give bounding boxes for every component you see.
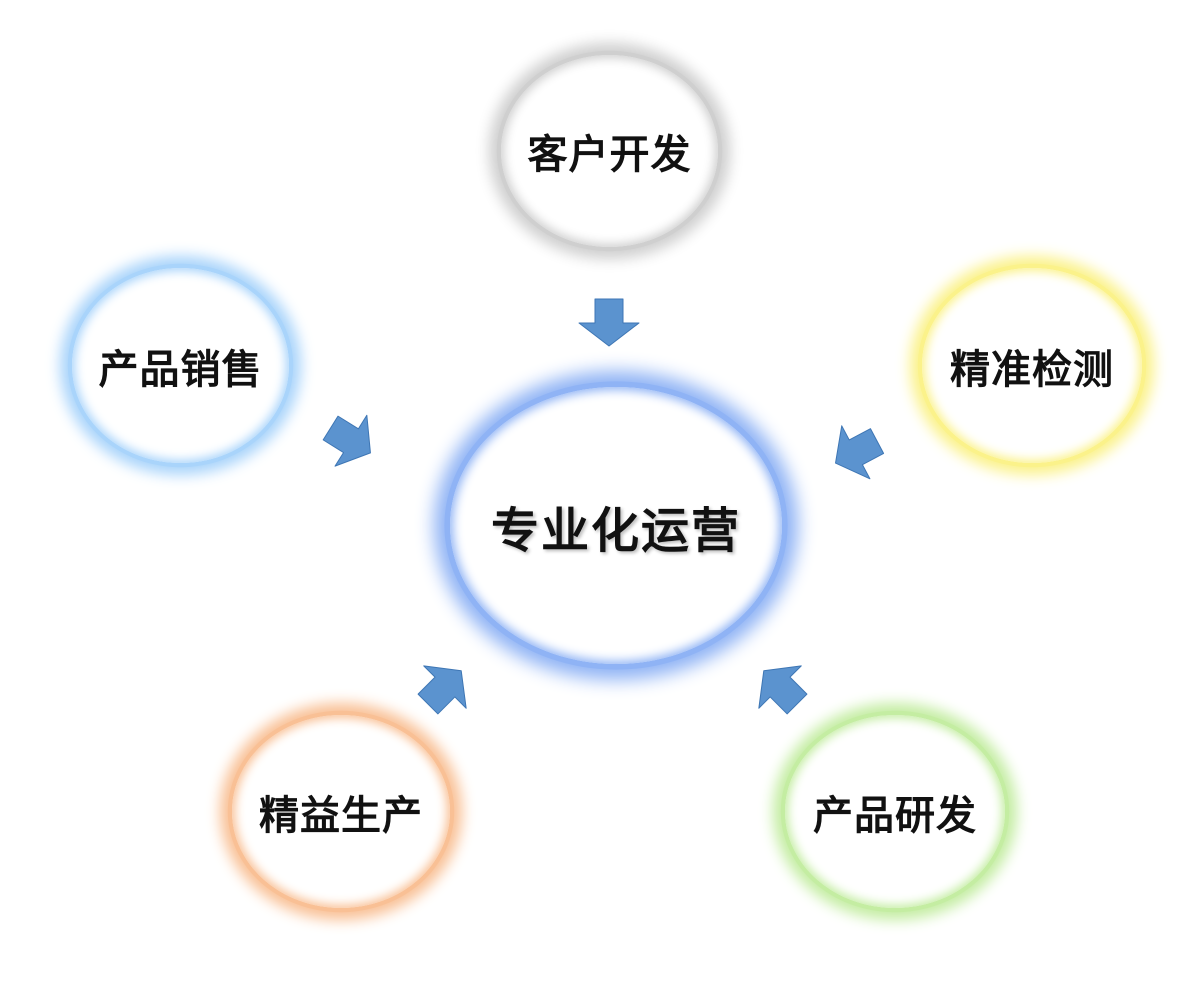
node-product-rd-label: 产品研发	[813, 791, 977, 839]
node-lean-production: 精益生产	[232, 715, 450, 908]
node-product-sales-label: 产品销售	[98, 345, 263, 393]
node-precision-testing-label: 精准检测	[950, 345, 1114, 393]
arrow-from-product-rd	[758, 665, 808, 715]
arrow-from-lean-production	[417, 665, 467, 715]
center-node: 专业化运营	[450, 387, 782, 664]
node-product-rd: 产品研发	[785, 715, 1005, 908]
node-customer-development: 客户开发	[501, 55, 718, 247]
arrow-from-precision-testing	[835, 425, 885, 480]
node-precision-testing: 精准检测	[922, 268, 1142, 463]
node-product-sales: 产品销售	[72, 268, 289, 463]
node-lean-production-label: 精益生产	[259, 791, 423, 839]
arrow-from-customer-development	[578, 298, 640, 347]
node-customer-development-label: 客户开发	[527, 131, 692, 178]
center-node-label: 专业化运营	[490, 502, 741, 559]
arrow-from-product-sales	[322, 414, 371, 467]
